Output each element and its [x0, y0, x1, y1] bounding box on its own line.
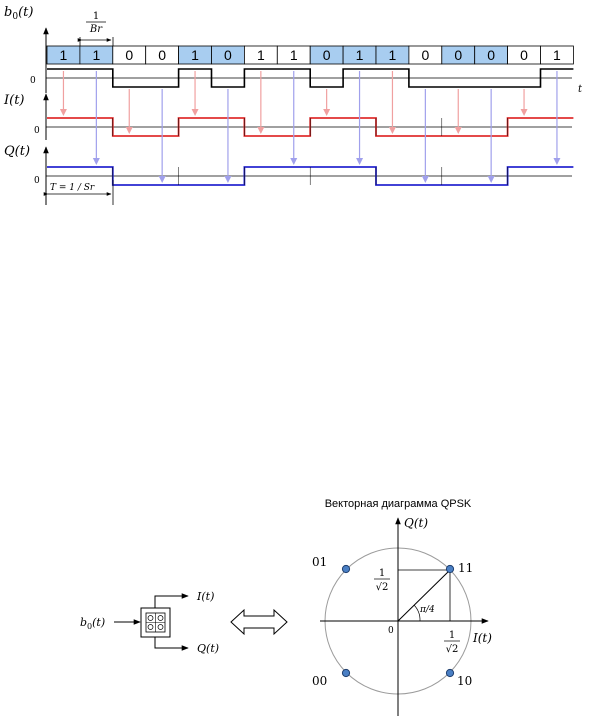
mapping-arrowhead: [487, 176, 495, 183]
block-i-output-label: I(t): [196, 590, 214, 603]
i-coord-num: 1: [449, 630, 455, 641]
block-input-label: b0(t): [80, 616, 105, 631]
bit-value: 1: [60, 47, 68, 63]
bit-value: 0: [158, 47, 166, 63]
constellation-diagram: Векторная диаграмма QPSK Q(t) I(t) 0 π/4…: [312, 498, 492, 716]
bit-sequence: 1 1 0 0 1 0 1 1 0 1 1 0 0 0 0 1: [46, 45, 574, 65]
angle-arc: [413, 604, 421, 622]
i-waveform: [47, 117, 574, 137]
b0-signal: [47, 68, 574, 88]
constellation-point-label: 10: [457, 674, 472, 688]
constellation-point-label: 00: [312, 674, 327, 688]
mapping-arrowhead: [553, 158, 561, 165]
mapper-dot-icon: [157, 615, 164, 621]
b0-zero-label: 0: [30, 76, 36, 86]
q-coord-num: 1: [379, 568, 385, 579]
mapping-arrowhead: [125, 127, 133, 134]
mapping-arrowhead: [520, 109, 528, 116]
block-q-output-arrow: [154, 637, 189, 651]
mapping-arrowhead: [224, 176, 232, 183]
mapping-arrowhead: [59, 109, 67, 116]
bit-value: 1: [290, 47, 298, 63]
mapping-arrowhead: [257, 127, 265, 134]
bit-cell: [540, 45, 574, 65]
mapper-dot-icon: [147, 624, 154, 630]
i-coord-den: √2: [446, 644, 459, 655]
rate-label-num: 1: [93, 11, 99, 22]
bit-value: 0: [125, 47, 133, 63]
q-zero-label: 0: [34, 176, 40, 186]
mapping-arrowhead: [356, 158, 364, 165]
bit-value: 0: [224, 47, 232, 63]
block-q-output-label: Q(t): [197, 642, 219, 655]
mapping-arrowhead: [454, 127, 462, 134]
mapping-arrowhead: [191, 109, 199, 116]
mapping-arrowhead: [388, 127, 396, 134]
period-label: T = 1 / Sr: [50, 183, 95, 193]
bit-value: 1: [389, 47, 397, 63]
bit-value: 1: [92, 47, 100, 63]
constellation-point: [341, 564, 351, 574]
constellation-point-label: 01: [312, 555, 327, 569]
origin-label: 0: [388, 626, 394, 636]
b0-t-axis-label: t: [578, 84, 583, 95]
i-zero-label: 0: [34, 126, 40, 136]
q-axis-label: Q(t): [404, 516, 428, 530]
bit-value: 1: [356, 47, 364, 63]
mapping-arrowhead: [421, 176, 429, 183]
equivalence-double-arrow-icon: [230, 608, 288, 636]
timing-diagram: b0(t) 1 Br 1 1 0 0 1 0 1 1 0 1 1 0 0 0 0 1 0 t I(t) 0 Q…: [3, 5, 583, 205]
mapping-arrowhead: [323, 109, 331, 116]
b0-waveform: [47, 68, 574, 88]
q-axis-label: Q(t): [4, 144, 30, 159]
bit-value: 1: [257, 47, 265, 63]
mapping-arrowhead: [92, 158, 100, 165]
bit-value: 0: [487, 47, 495, 63]
mapper-dot-icon: [147, 615, 154, 621]
constellation-point: [445, 668, 455, 678]
constellation-point: [341, 668, 351, 678]
modulator-block: b0(t) I(t) Q(t): [80, 590, 288, 655]
bit-value: 0: [520, 47, 528, 63]
constellation-point-label: 11: [458, 561, 473, 575]
bit-value: 1: [553, 47, 561, 63]
mapper-dot-icon: [157, 624, 164, 630]
mapping-arrowhead: [290, 158, 298, 165]
bit-value: 0: [454, 47, 462, 63]
i-axis-label: I(t): [472, 631, 492, 645]
bit-value: 0: [323, 47, 331, 63]
angle-label: π/4: [419, 605, 435, 615]
mapping-arrows: [59, 71, 561, 183]
bit-value: 1: [191, 47, 199, 63]
b0-axis-label: b0(t): [4, 5, 33, 22]
vector-11: [397, 569, 451, 622]
constellation-point: [445, 564, 455, 574]
rate-label-den: Br: [89, 24, 103, 35]
bit-value: 0: [421, 47, 429, 63]
block-i-output-arrow: [154, 593, 189, 608]
constellation-title: Векторная диаграмма QPSK: [325, 498, 472, 510]
q-coord-den: √2: [376, 582, 389, 593]
mapping-arrowhead: [158, 176, 166, 183]
i-axis-label: I(t): [3, 93, 25, 108]
